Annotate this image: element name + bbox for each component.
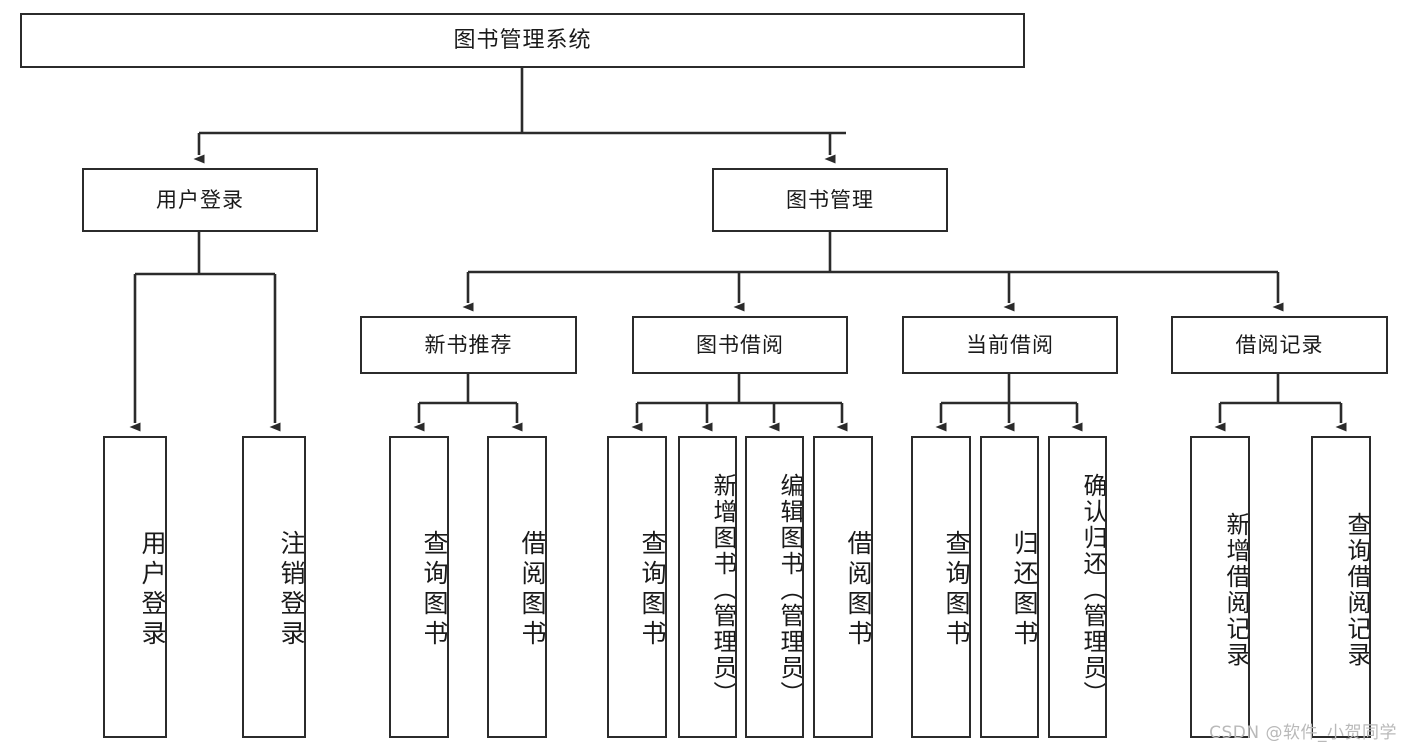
- node-label: 归还图书: [1010, 530, 1039, 650]
- node-leaf-add-record[interactable]: 新增借阅记录: [1190, 436, 1250, 738]
- node-label: 借阅图书: [518, 530, 547, 650]
- node-label: 查询借阅记录: [1343, 512, 1371, 668]
- csdn-watermark: CSDN @软件_小贺同学: [1209, 723, 1397, 743]
- node-leaf-query-book-2[interactable]: 查询图书: [607, 436, 667, 738]
- node-label: 注销登录: [277, 530, 306, 650]
- node-leaf-logout-login[interactable]: 注销登录: [242, 436, 306, 738]
- node-label: 新增图书（管理员）: [709, 473, 737, 707]
- node-leaf-query-book-3[interactable]: 查询图书: [911, 436, 971, 738]
- node-leaf-borrow-book-2[interactable]: 借阅图书: [813, 436, 873, 738]
- node-leaf-return-book[interactable]: 归还图书: [980, 436, 1039, 738]
- node-leaf-borrow-book-1[interactable]: 借阅图书: [487, 436, 547, 738]
- node-borrow-record[interactable]: 借阅记录: [1171, 316, 1388, 374]
- node-label: 用户登录: [156, 187, 244, 212]
- node-label: 查询图书: [942, 530, 971, 650]
- node-label: 编辑图书（管理员）: [776, 473, 804, 707]
- node-label: 查询图书: [638, 530, 667, 650]
- node-leaf-query-record[interactable]: 查询借阅记录: [1311, 436, 1371, 738]
- node-new-book-recommend[interactable]: 新书推荐: [360, 316, 577, 374]
- node-label: 新增借阅记录: [1222, 512, 1250, 668]
- node-label: 当前借阅: [966, 332, 1054, 357]
- node-label: 新书推荐: [424, 332, 513, 357]
- node-label: 查询图书: [420, 530, 449, 650]
- node-root-book-management-system[interactable]: 图书管理系统: [20, 13, 1025, 68]
- node-leaf-edit-book[interactable]: 编辑图书（管理员）: [745, 436, 804, 738]
- node-label: 借阅记录: [1235, 332, 1324, 357]
- node-book-management[interactable]: 图书管理: [712, 168, 948, 232]
- node-label: 图书管理系统: [453, 27, 592, 53]
- node-user-login[interactable]: 用户登录: [82, 168, 318, 232]
- node-leaf-query-book-1[interactable]: 查询图书: [389, 436, 449, 738]
- node-label: 图书借阅: [696, 332, 784, 357]
- node-current-borrow[interactable]: 当前借阅: [902, 316, 1118, 374]
- node-label: 图书管理: [786, 187, 874, 212]
- node-leaf-user-login[interactable]: 用户登录: [103, 436, 167, 738]
- node-label: 用户登录: [138, 530, 167, 650]
- node-leaf-confirm-return[interactable]: 确认归还（管理员）: [1048, 436, 1107, 738]
- node-book-borrow[interactable]: 图书借阅: [632, 316, 848, 374]
- node-label: 借阅图书: [844, 530, 873, 650]
- node-leaf-add-book[interactable]: 新增图书（管理员）: [678, 436, 737, 738]
- node-label: 确认归还（管理员）: [1079, 473, 1107, 707]
